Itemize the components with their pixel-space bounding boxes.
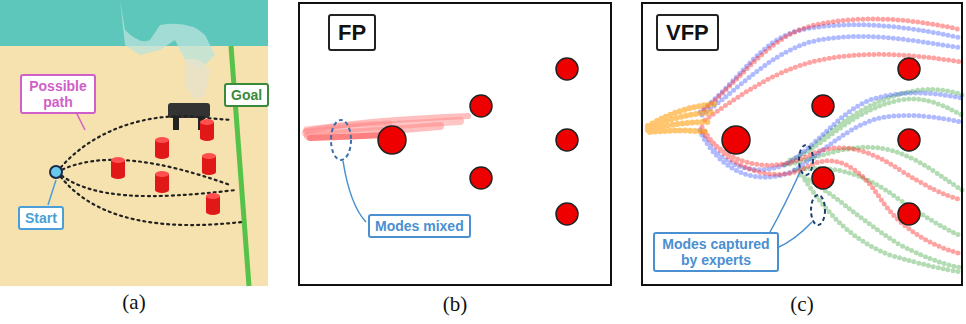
gripper: [173, 116, 179, 130]
label-text: Start: [25, 210, 57, 226]
callout-box: Goal: [224, 83, 269, 107]
panel: (a)Possible pathGoalStart: [0, 0, 268, 286]
possible-paths: [57, 116, 242, 225]
robot-arm: [185, 59, 210, 100]
panel-caption: (c): [643, 292, 961, 317]
label-text: VFP: [666, 20, 709, 45]
leader-line: [343, 161, 366, 222]
floor: [0, 0, 268, 286]
vfp-trajectories: [648, 19, 962, 272]
obstacle-dots: [378, 58, 578, 225]
callout-box: Modes captured by experts: [653, 232, 779, 272]
callout-box: Start: [18, 206, 64, 230]
label-text: Modes captured by experts: [660, 236, 772, 268]
callout-box: Modes mixed: [368, 214, 471, 238]
label-text: Modes mixed: [375, 218, 464, 234]
mode-ellipse: [331, 120, 351, 160]
leader-line: [777, 222, 812, 248]
panel-caption: (a): [0, 290, 268, 315]
panel-caption: (b): [300, 292, 610, 317]
goal-line: [231, 46, 249, 286]
label-text: Goal: [231, 87, 262, 103]
mode-ellipse: [799, 145, 813, 175]
obstacle-dots: [722, 58, 920, 225]
obstacles: [111, 119, 220, 215]
method-label: FP: [328, 14, 376, 51]
method-label: VFP: [656, 14, 719, 51]
leader-line: [770, 172, 800, 232]
panel: (c)VFPModes captured by experts: [641, 2, 963, 286]
label-text: Possible path: [27, 78, 89, 110]
label-text: FP: [338, 20, 366, 45]
leader-line: [48, 180, 56, 205]
robot-arm: [120, 0, 215, 70]
mode-ellipse: [811, 195, 825, 225]
panel: (b)FPModes mixed: [298, 2, 612, 286]
callout-box: Possible path: [20, 74, 96, 114]
start-dot: [50, 166, 62, 178]
